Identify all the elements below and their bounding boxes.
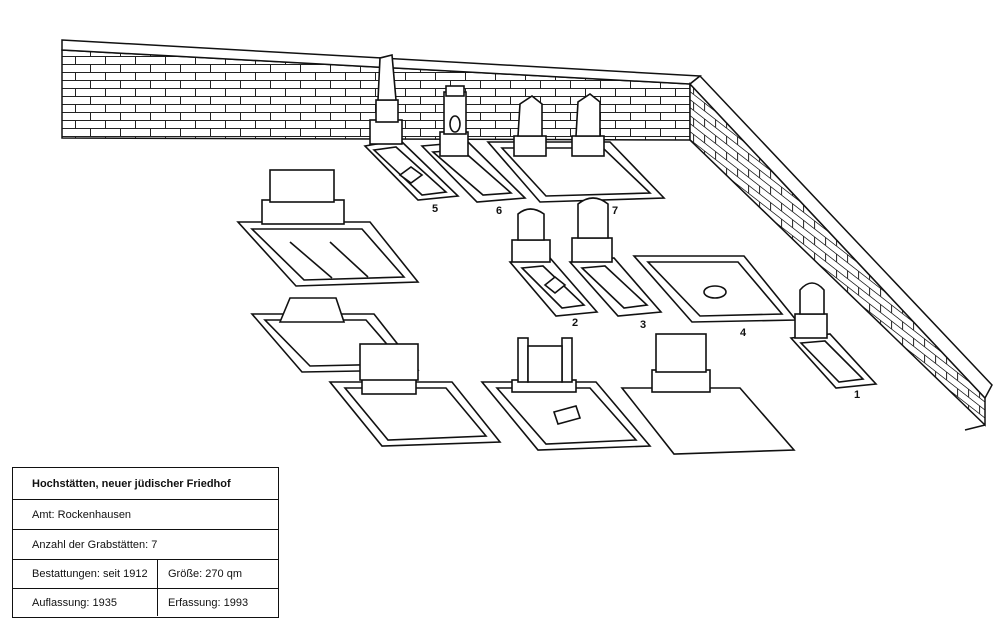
table-row: Hochstätten, neuer jüdischer Friedhof xyxy=(13,468,278,500)
table-row: Bestattungen: seit 1912 Größe: 270 qm xyxy=(13,560,278,589)
label-grave-3: 3 xyxy=(640,319,646,331)
grave-1 xyxy=(789,282,878,389)
info-table: Hochstätten, neuer jüdischer Friedhof Am… xyxy=(12,467,279,618)
grave-5 xyxy=(363,53,460,201)
grave-7 xyxy=(486,93,666,203)
amt-value: Amt: Rockenhausen xyxy=(32,508,132,521)
cemetery-title: Hochstätten, neuer jüdischer Friedhof xyxy=(32,477,231,490)
label-grave-7: 7 xyxy=(612,205,618,217)
label-grave-6: 6 xyxy=(496,205,502,217)
closure-year: Auflassung: 1935 xyxy=(32,596,118,609)
label-grave-5: 5 xyxy=(432,203,438,215)
label-grave-1: 1 xyxy=(854,389,860,401)
grave-double-top-left xyxy=(236,169,420,287)
grave-2 xyxy=(508,208,599,317)
label-grave-4: 4 xyxy=(740,327,747,339)
label-grave-2: 2 xyxy=(572,317,578,329)
grave-6 xyxy=(420,85,527,203)
table-row: Amt: Rockenhausen xyxy=(13,500,278,530)
grave-bottom-middle xyxy=(480,337,652,451)
table-row: Auflassung: 1935 Erfassung: 1993 xyxy=(13,589,278,616)
area-size: Größe: 270 qm xyxy=(157,560,278,588)
grave-bottom-right xyxy=(620,333,796,455)
grave-count: Anzahl der Grabstätten: 7 xyxy=(32,538,158,551)
table-row: Anzahl der Grabstätten: 7 xyxy=(13,530,278,560)
survey-year: Erfassung: 1993 xyxy=(157,589,278,616)
burials-since: Bestattungen: seit 1912 xyxy=(32,568,148,580)
plot-numbers: 5 6 7 2 3 4 1 xyxy=(432,203,860,401)
grave-3 xyxy=(568,197,663,317)
grave-bottom-left xyxy=(328,343,502,447)
